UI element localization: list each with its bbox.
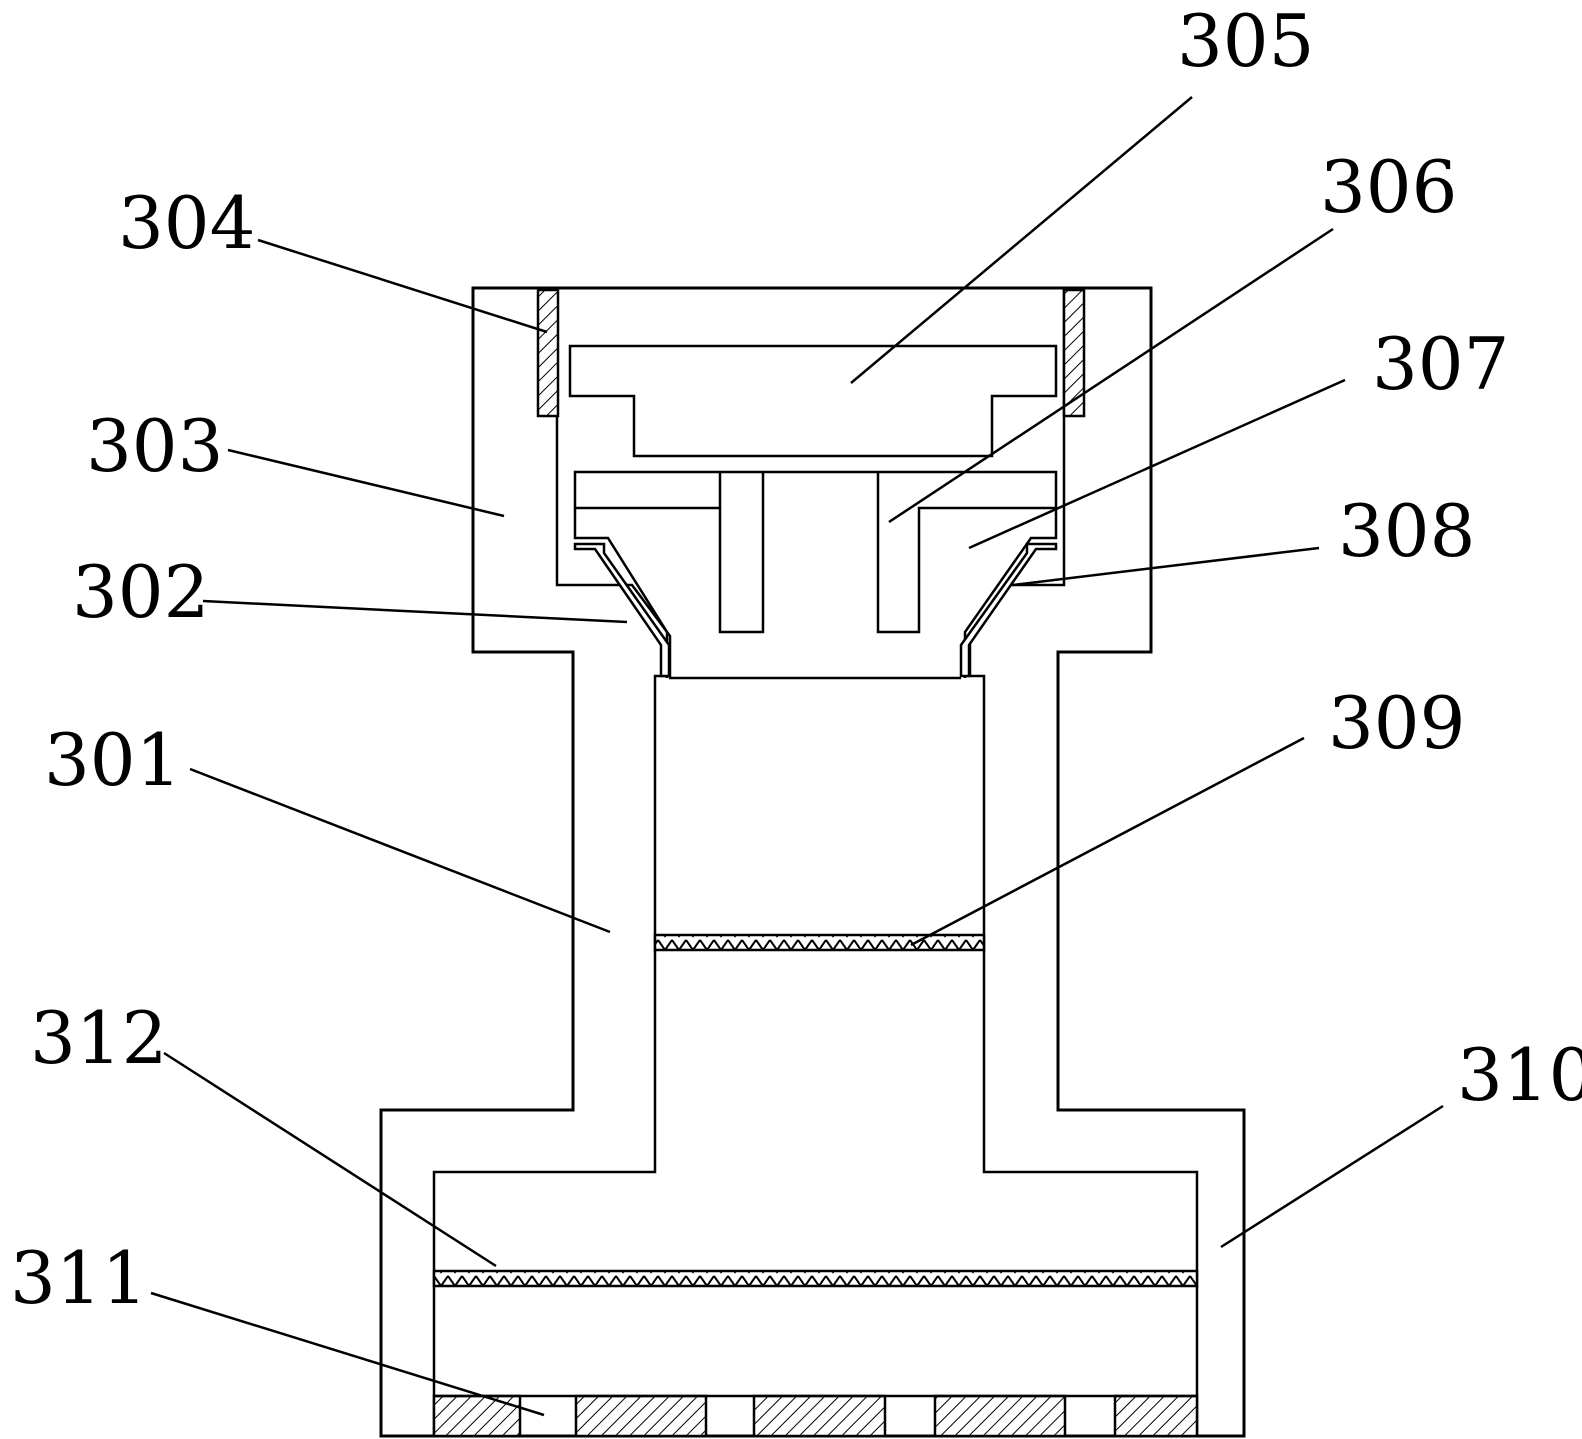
leader-312 [163,1051,497,1268]
grid-block [752,1394,887,1438]
grid-block [1113,1394,1199,1438]
label-301: 301 [44,718,181,802]
leader-307 [968,378,1346,550]
leader-311 [150,1291,545,1417]
leader-305 [850,96,1193,384]
label-309: 309 [1328,681,1465,765]
seal-left-304 [536,288,560,418]
leader-304 [257,238,548,334]
label-311: 311 [10,1236,147,1320]
label-306: 306 [1320,145,1457,229]
label-312: 312 [30,996,167,1080]
filter-312 [432,1269,1199,1288]
label-307: 307 [1372,322,1509,406]
leader-310 [1220,1104,1444,1249]
grid-block [432,1394,522,1438]
label-310: 310 [1457,1033,1582,1117]
filter-309 [653,933,986,952]
bottom-grid-311 [432,1394,1199,1438]
grid-block [574,1394,708,1438]
cover-plate-305 [568,344,1058,458]
liner-right-308 [959,542,1058,678]
leader-302 [202,599,628,624]
leader-303 [227,448,505,518]
label-308: 308 [1338,489,1475,573]
leader-308 [1012,546,1320,587]
label-305: 305 [1177,0,1314,83]
label-303: 303 [86,404,223,488]
liner-left-302 [573,542,671,678]
grid-block [933,1394,1067,1438]
leader-309 [910,736,1305,947]
seal-right-304 [1062,288,1086,418]
leader-306 [888,227,1334,524]
label-302: 302 [72,550,209,634]
leader-301 [189,767,611,934]
outer-housing [379,286,1246,1438]
label-304: 304 [118,181,255,265]
